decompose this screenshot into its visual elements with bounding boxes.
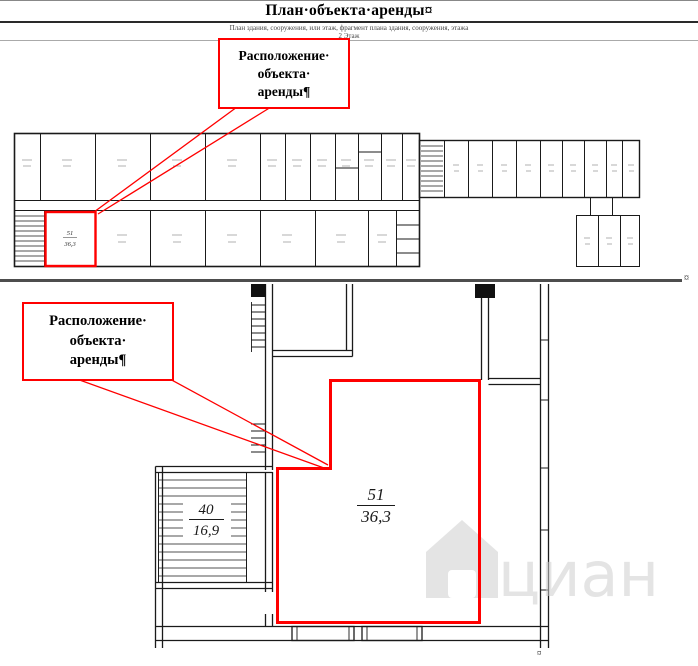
left-stair-block <box>14 210 45 267</box>
detail-floor-plan: циан 51 36,3 40 16,9 ¤ <box>154 284 659 658</box>
watermark-logo-door <box>448 570 476 598</box>
page-bottom-mark: ¤ <box>537 648 542 658</box>
room40-area: 16,9 <box>193 523 220 539</box>
page-top-border <box>0 0 698 1</box>
highlighted-room-outline-top <box>44 210 97 268</box>
watermark-text: циан <box>498 538 659 611</box>
callout-line: аренды¶ <box>69 352 127 369</box>
watermark: циан <box>426 520 659 611</box>
wing-stairs-hatch <box>421 145 443 192</box>
room51-number: 51 <box>368 485 385 504</box>
callout-line: объекта· <box>69 332 127 349</box>
label-backdrop <box>183 497 231 539</box>
callout-line: Расположение· <box>238 48 330 63</box>
overview-floor-plan: 51 36,3 <box>13 132 641 268</box>
window <box>361 625 423 642</box>
building-walls <box>13 132 641 268</box>
page-title: План·объекта·аренды¤ <box>265 2 433 19</box>
callout-line: Расположение· <box>49 313 147 329</box>
right-wing-dividers <box>444 140 623 198</box>
corridor-lines <box>14 200 420 211</box>
room-number-marks <box>22 159 634 245</box>
callout-location-top: Расположение· объекта· аренды¶ <box>218 38 350 110</box>
room51-area: 36,3 <box>360 507 391 526</box>
top-row-dividers <box>40 133 403 201</box>
room40-number: 40 <box>199 502 215 518</box>
room-number: 51 <box>67 230 74 237</box>
section-end-mark: ¤ <box>684 273 689 284</box>
fraction-bars <box>189 505 395 520</box>
callout-line: объекта· <box>257 65 311 81</box>
callout-line: аренды¶ <box>257 83 311 99</box>
floor-label: 2 Этаж <box>338 32 360 40</box>
callout-location-bottom: Расположение· объекта· аренды¶ <box>22 302 174 381</box>
section-divider <box>0 279 682 282</box>
wall-block <box>251 284 266 297</box>
wall-block <box>475 284 495 298</box>
highlighted-room-label-top: 51 36,3 <box>63 230 76 248</box>
window <box>291 625 355 642</box>
room-area: 36,3 <box>63 241 76 248</box>
right-wing-outline <box>418 139 641 199</box>
right-annex-outline <box>576 215 640 267</box>
room-labels: 51 36,3 40 16,9 <box>193 485 391 539</box>
left-stairs-hatch <box>15 215 44 262</box>
bottom-row-dividers <box>45 210 397 267</box>
plan-caption: План здания, сооружения, или этаж, фрагм… <box>229 24 469 32</box>
title-divider <box>0 21 698 23</box>
